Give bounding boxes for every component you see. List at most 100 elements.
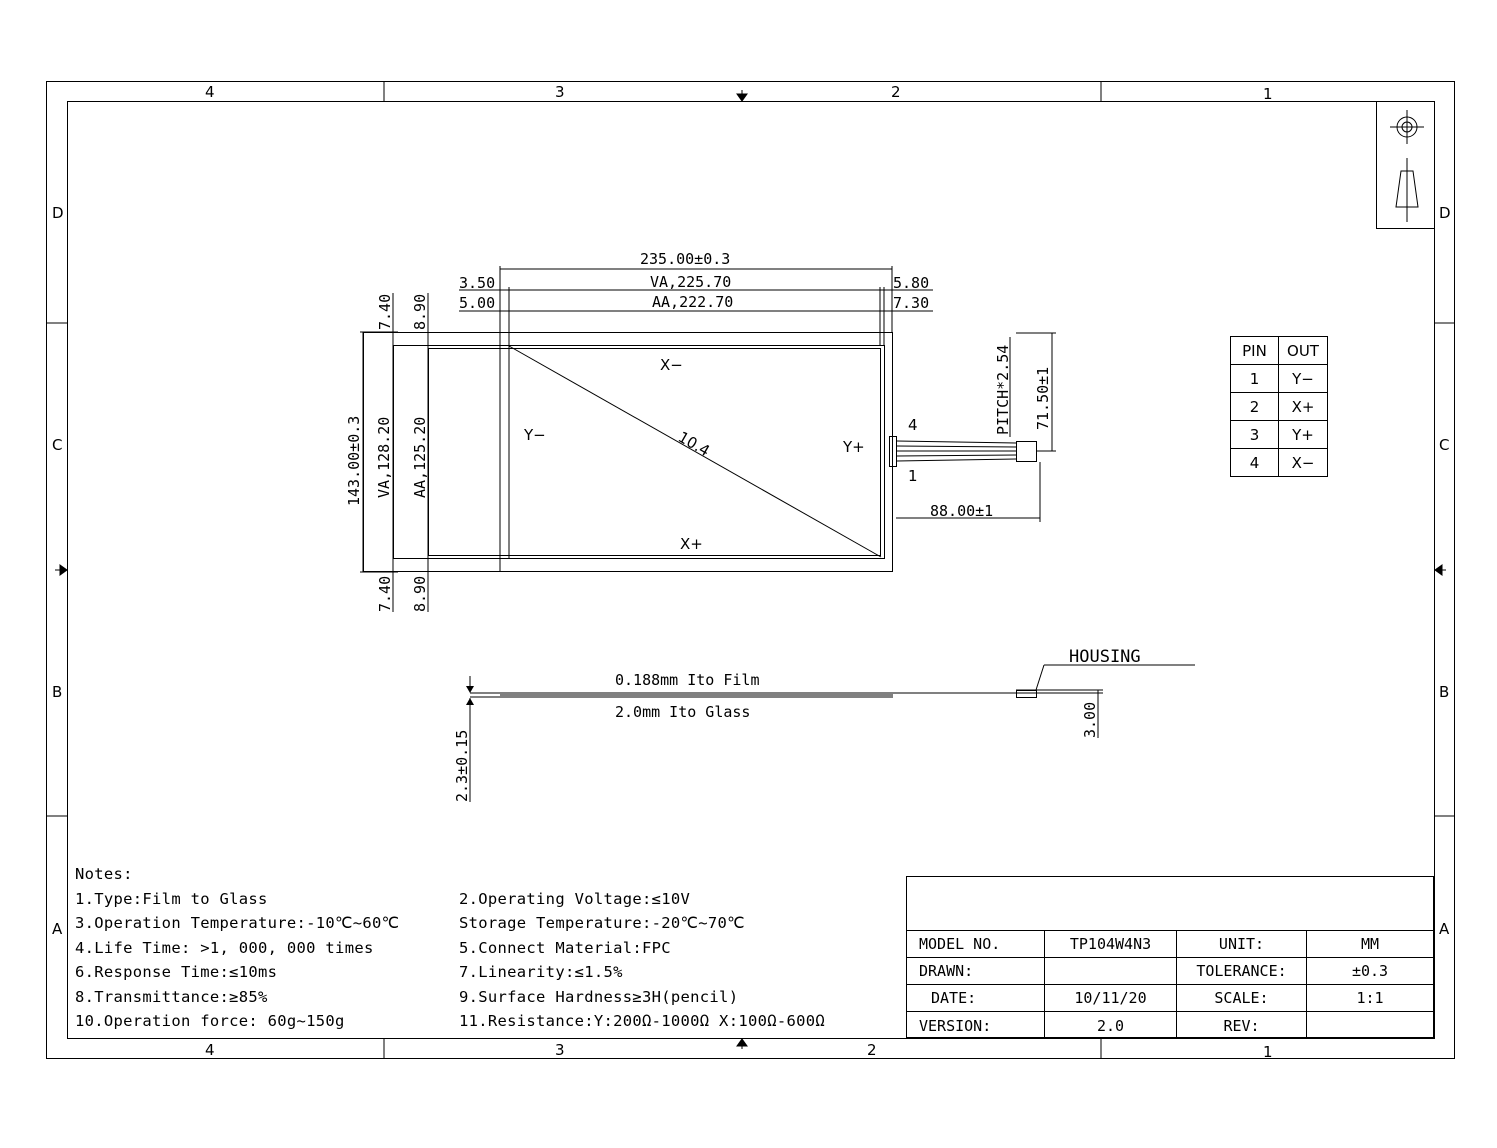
notes-block: Notes: 1.Type:Film to Glass 2.Operating …: [75, 862, 905, 1037]
zone-right-B: B: [1439, 683, 1449, 701]
top-offset-8-90: 8.90: [411, 294, 429, 330]
y-minus-label: Y−: [523, 426, 546, 444]
left-offset-3-50: 3.50: [459, 274, 495, 292]
zone-bottom-1: 1: [1263, 1043, 1273, 1061]
zone-bottom-4: 4: [205, 1041, 215, 1059]
note-item: 7.Linearity:≤1.5%: [459, 963, 623, 981]
pin-output: X+: [1291, 397, 1315, 416]
version-label: VERSION:: [907, 1012, 1045, 1039]
title-row-date: DATE: 10/11/20 SCALE: 1:1: [907, 985, 1433, 1012]
note-row: 6.Response Time:≤10ms 7.Linearity:≤1.5%: [75, 960, 905, 985]
model-label: MODEL NO.: [907, 931, 1045, 957]
title-row-drawn: DRAWN: TOLERANCE: ±0.3: [907, 958, 1433, 985]
tolerance-value: ±0.3: [1351, 962, 1389, 980]
zone-top-1: 1: [1263, 85, 1273, 103]
side-view: [469, 664, 1195, 802]
zone-left-C: C: [52, 436, 62, 454]
drawn-label: DRAWN:: [907, 958, 1045, 984]
note-item: 9.Surface Hardness≥3H(pencil): [459, 987, 739, 1006]
note-item: 5.Connect Material:FPC: [459, 938, 671, 957]
note-item: 8.Transmittance:≥85%: [75, 987, 268, 1006]
scale-value: 1:1: [1356, 989, 1384, 1007]
note-item: Storage Temperature:-20℃~70℃: [459, 914, 745, 932]
right-offset-7-30: 7.30: [893, 294, 929, 312]
note-row: 10.Operation force: 60g~150g 11.Resistan…: [75, 1009, 905, 1034]
zone-left-A: A: [52, 920, 63, 938]
tail-height-dimension: 71.50±1: [1034, 367, 1052, 430]
note-item: 10.Operation force: 60g~150g: [75, 1012, 345, 1030]
width-dimension: 235.00±0.3: [640, 250, 730, 268]
pin-output: Y+: [1292, 425, 1314, 444]
glass-label: 2.0mm Ito Glass: [615, 703, 750, 721]
aa-height-dimension: AA,125.20: [411, 417, 429, 498]
rev-value: [1307, 1012, 1433, 1039]
outer-border: [46, 81, 1455, 1059]
rev-label: REV:: [1177, 1012, 1307, 1039]
table-row: 1 Y−: [1231, 365, 1327, 393]
scale-label: SCALE:: [1177, 985, 1307, 1011]
tail-pin-1: 1: [908, 467, 918, 485]
film-label: 0.188mm Ito Film: [615, 671, 760, 689]
zone-top-4: 4: [205, 83, 215, 101]
note-item: 6.Response Time:≤10ms: [75, 963, 278, 981]
table-row: 3 Y+: [1231, 421, 1327, 449]
pin-number: 2: [1231, 393, 1279, 420]
zone-top-2: 2: [891, 83, 901, 101]
pin-number: 1: [1231, 365, 1279, 392]
pin-number: 4: [1231, 449, 1279, 476]
left-offset-5-00: 5.00: [459, 294, 495, 312]
housing-dimension: 3.00: [1081, 702, 1099, 738]
zone-bottom-2: 2: [867, 1041, 877, 1059]
table-row: 2 X+: [1231, 393, 1327, 421]
pin-table: PIN OUT 1 Y− 2 X+ 3 Y+ 4 X−: [1230, 336, 1328, 477]
title-block-header: [907, 877, 1433, 931]
thickness-dimension: 2.3±0.15: [453, 730, 471, 802]
out-header: OUT: [1287, 341, 1319, 360]
top-offset-7-40: 7.40: [376, 294, 394, 330]
note-item: 3.Operation Temperature:-10℃~60℃: [75, 914, 400, 932]
tail-pin-4: 4: [908, 416, 918, 434]
va-width-dimension: VA,225.70: [650, 273, 731, 291]
right-center-arrow: [1434, 564, 1446, 576]
date-label: DATE:: [907, 985, 1045, 1011]
zone-left-D: D: [52, 204, 64, 222]
title-row-version: VERSION: 2.0 REV:: [907, 1012, 1433, 1039]
va-height-dimension: VA,128.20: [375, 417, 393, 498]
table-row: 4 X−: [1231, 449, 1327, 476]
note-item: 2.Operating Voltage:≤10V: [459, 889, 691, 908]
zone-right-D: D: [1439, 204, 1451, 222]
note-row: 4.Life Time: >1, 000, 000 times 5.Connec…: [75, 936, 905, 961]
housing-label: HOUSING: [1069, 647, 1141, 667]
version-value: 2.0: [1045, 1012, 1177, 1039]
pin-table-header: PIN OUT: [1231, 337, 1327, 365]
tail-length-dimension: 88.00±1: [930, 502, 993, 520]
left-center-arrow: [55, 564, 68, 576]
height-dimension: 143.00±0.3: [345, 416, 363, 506]
title-block: MODEL NO. TP104W4N3 UNIT: MM DRAWN: TOLE…: [906, 876, 1434, 1039]
unit-value: MM: [1360, 935, 1380, 953]
zone-left-B: B: [52, 683, 62, 701]
notes-title: Notes:: [75, 865, 133, 883]
note-item: 1.Type:Film to Glass: [75, 889, 268, 908]
note-row: 3.Operation Temperature:-10℃~60℃ Storage…: [75, 911, 905, 936]
drawn-value: [1045, 958, 1177, 984]
aa-width-dimension: AA,222.70: [652, 293, 733, 311]
bottom-offset-7-40: 7.40: [376, 576, 394, 612]
note-item: 4.Life Time: >1, 000, 000 times: [75, 938, 374, 957]
bottom-offset-8-90: 8.90: [411, 576, 429, 612]
zone-top-3: 3: [555, 83, 565, 101]
zone-bottom-3: 3: [555, 1041, 565, 1059]
pitch-dimension: PITCH*2.54: [994, 345, 1012, 435]
diagonal-size: 10.4: [675, 428, 713, 460]
note-item: 11.Resistance:Y:200Ω-1000Ω X:100Ω-600Ω: [459, 1012, 826, 1030]
title-row-model: MODEL NO. TP104W4N3 UNIT: MM: [907, 931, 1433, 958]
x-plus-label: X+: [680, 535, 703, 553]
projection-symbol: [1376, 101, 1435, 229]
zone-right-C: C: [1439, 436, 1449, 454]
top-center-arrow: [736, 90, 748, 102]
date-value: 10/11/20: [1045, 985, 1177, 1011]
note-row: 1.Type:Film to Glass 2.Operating Voltage…: [75, 887, 905, 912]
unit-label: UNIT:: [1177, 931, 1307, 957]
right-offset-5-80: 5.80: [893, 274, 929, 292]
